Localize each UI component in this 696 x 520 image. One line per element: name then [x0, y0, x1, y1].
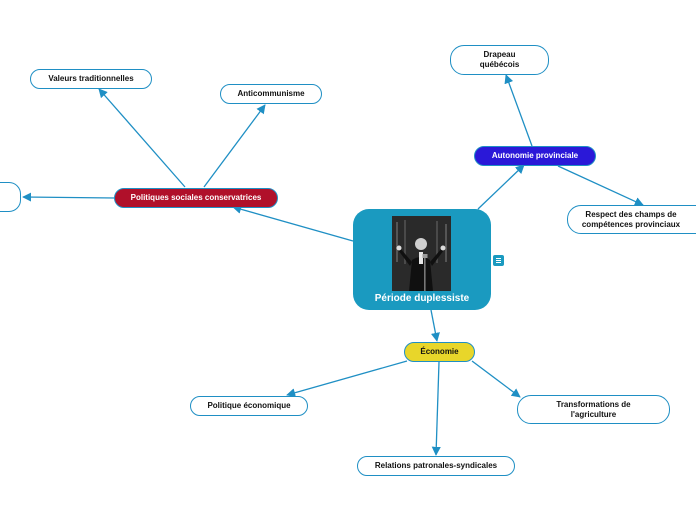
topic-politique-economique[interactable]: Politique économique — [190, 396, 308, 416]
connector — [22, 192, 116, 202]
topic-anticommunisme[interactable]: Anticommunisme — [220, 84, 322, 104]
connector — [98, 88, 186, 188]
topic-respect-champs-competences[interactable]: Respect des champs de compétences provin… — [567, 205, 696, 234]
topic-offscreen-left[interactable] — [0, 182, 21, 212]
topic-label: Respect des champs de compétences provin… — [581, 209, 681, 229]
topic-relations-patronales-syndicales[interactable]: Relations patronales-syndicales — [357, 456, 515, 476]
topic-label: Drapeau québécois — [479, 50, 520, 69]
topic-label: Transformations de l'agriculture — [556, 399, 631, 419]
connector — [471, 360, 521, 398]
connector — [203, 104, 266, 188]
connector — [430, 309, 440, 342]
connector — [477, 164, 525, 210]
topic-drapeau-quebecois[interactable]: Drapeau québécois — [450, 45, 549, 75]
central-topic-label: Période duplessiste — [374, 293, 470, 304]
connector — [504, 74, 533, 147]
connector — [286, 360, 408, 398]
connector — [431, 361, 441, 456]
topic-transformations-agriculture[interactable]: Transformations de l'agriculture — [517, 395, 670, 424]
notes-icon[interactable] — [493, 255, 504, 266]
connector — [557, 165, 644, 206]
branch-politiques-sociales[interactable]: Politiques sociales conservatrices — [114, 188, 278, 208]
central-topic[interactable]: Période duplessiste — [353, 209, 491, 310]
photo-icon — [392, 216, 451, 291]
topic-valeurs-traditionnelles[interactable]: Valeurs traditionnelles — [30, 69, 152, 89]
branch-autonomie-provinciale[interactable]: Autonomie provinciale — [474, 146, 596, 166]
branch-economie[interactable]: Économie — [404, 342, 475, 362]
connector — [232, 204, 354, 242]
